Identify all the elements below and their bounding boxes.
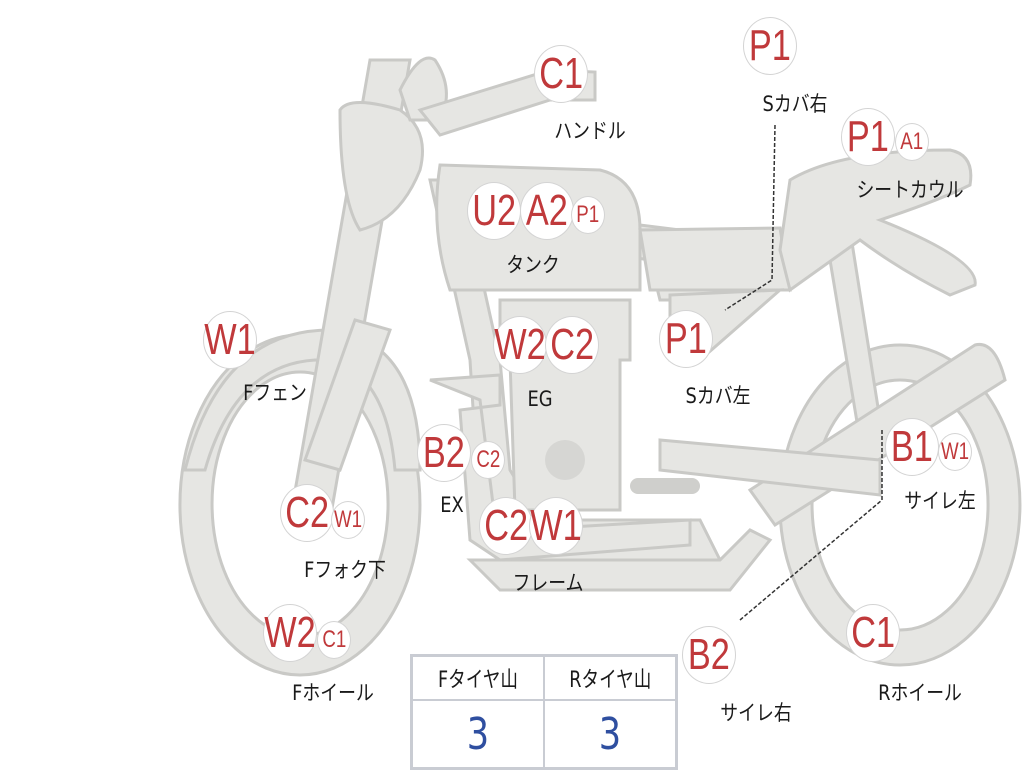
code-badge: P1: [659, 310, 713, 368]
part-label-front-fender: Fフェン: [243, 381, 307, 405]
part-label-handle: ハンドル: [554, 119, 626, 143]
swingarm: [658, 438, 882, 497]
code-badge: W1: [203, 311, 257, 369]
code-badge: U2: [467, 182, 521, 240]
part-label-exhaust: EX: [440, 493, 464, 517]
code-badge: P1: [743, 17, 797, 75]
part-label-front-fork-lower: Fフォク下: [304, 558, 386, 582]
seat: [638, 226, 792, 292]
code-badge: A1: [895, 123, 929, 161]
rear-wheel: [778, 343, 1022, 667]
seat-cowl: [778, 148, 977, 297]
code-badge: W1: [938, 433, 972, 471]
code-badge: C1: [534, 45, 588, 103]
part-label-front-wheel: Fホイール: [292, 681, 374, 705]
leader-line-silencer-left: [739, 430, 883, 621]
tire-tread-table: Fタイヤ山 Rタイヤ山 3 3: [410, 654, 678, 770]
code-badge: C1: [317, 621, 351, 659]
leader-line-s-cover-right: [724, 124, 776, 311]
part-label-seat-cowl: シートカウル: [856, 178, 964, 202]
code-badge: A2: [520, 182, 574, 240]
code-badge: C2: [479, 497, 533, 555]
code-badge: C1: [846, 604, 900, 662]
header-front-tire: Fタイヤ山: [410, 654, 545, 701]
part-label-silencer-right: サイレ右: [720, 701, 792, 725]
code-badge: W1: [331, 501, 365, 539]
part-label-rear-wheel: Rホイール: [878, 681, 962, 705]
code-badge: P1: [841, 108, 895, 166]
code-badge: P1: [571, 196, 605, 234]
code-badge: B2: [417, 424, 471, 482]
value-front-tire: 3: [410, 699, 545, 770]
code-badge: C2: [280, 484, 334, 542]
code-badge: C2: [545, 316, 599, 374]
headlight: [338, 101, 424, 232]
part-label-frame: フレーム: [512, 571, 584, 595]
part-label-s-cover-right: Sカバ右: [762, 92, 828, 116]
value-rear-tire: 3: [543, 699, 678, 770]
code-badge: B1: [885, 418, 939, 476]
code-badge: B2: [682, 626, 736, 684]
code-badge: C2: [471, 441, 505, 479]
code-badge: W2: [493, 316, 547, 374]
code-badge: W1: [529, 497, 583, 555]
part-label-silencer-left: サイレ左: [904, 489, 976, 513]
header-rear-tire: Rタイヤ山: [543, 654, 678, 701]
part-label-s-cover-left: Sカバ左: [685, 384, 751, 408]
code-badge: W2: [263, 604, 317, 662]
part-label-engine: EG: [527, 387, 553, 411]
part-label-tank: タンク: [506, 253, 560, 277]
